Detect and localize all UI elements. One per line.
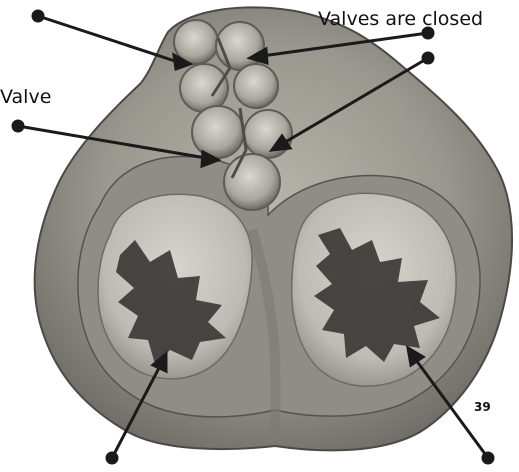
page-number: 39 bbox=[474, 400, 491, 414]
valve-cusp bbox=[180, 64, 228, 112]
pointer-dot bbox=[33, 11, 43, 21]
pointer-dot bbox=[423, 53, 433, 63]
pointer-dot bbox=[483, 453, 493, 463]
valve-cusp bbox=[192, 106, 244, 158]
pointer-line-top-left bbox=[38, 16, 178, 62]
valve-cusp bbox=[224, 154, 280, 210]
pointer-dot bbox=[13, 121, 23, 131]
label-valve: Valve bbox=[0, 86, 51, 108]
valve-cusp bbox=[216, 22, 264, 70]
valve-cusp bbox=[234, 64, 278, 108]
valve-cusp bbox=[244, 110, 292, 158]
label-valves-closed: Valves are closed bbox=[318, 8, 483, 30]
pointer-dot bbox=[107, 453, 117, 463]
